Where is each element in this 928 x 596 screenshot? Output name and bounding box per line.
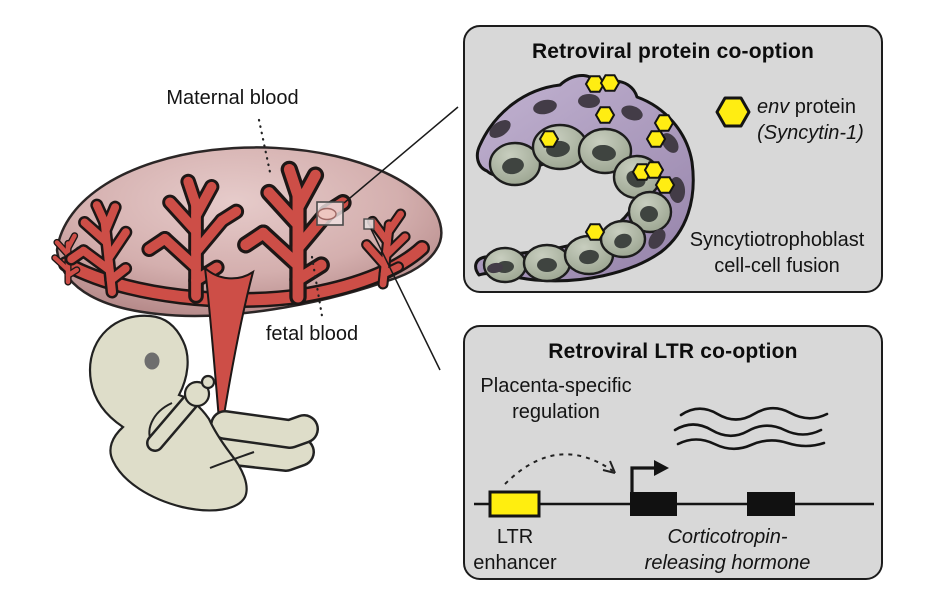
zoom-box-large [316, 201, 344, 226]
syncytin-label: (Syncytin-1) [757, 122, 864, 144]
transcription-start-arrow [630, 460, 669, 493]
protein-panel-title: Retroviral protein co-option [531, 40, 815, 63]
ltr-panel-title: Retroviral LTR co-option [548, 340, 798, 363]
caption-syncytiotrophoblast: Syncytiotrophoblast cell-cell fusion [689, 229, 865, 277]
retroviral-ltr-panel: Retroviral LTR co-option [463, 325, 883, 580]
syncytiotrophoblast-cells-art [474, 74, 751, 284]
env-protein-label: env protein [757, 96, 856, 118]
exon-box-1 [630, 492, 677, 516]
fetal-blood-label: fetal blood [265, 323, 359, 345]
maternal-blood-label: Maternal blood [166, 87, 299, 109]
gene-diagram [474, 406, 874, 518]
umbilical-cord [203, 265, 255, 423]
retroviral-protein-panel: Retroviral protein co-option [463, 25, 883, 293]
ltr-enhancer-box [488, 490, 541, 518]
zoom-box-small [363, 218, 375, 230]
placenta-dome [55, 146, 443, 318]
placenta-specific-regulation-label: Placenta-specific regulation [480, 375, 632, 423]
connector-line-top-panel [343, 106, 459, 204]
ltr-enhancer-label: LTR enhancer [473, 526, 557, 574]
exon-box-2 [747, 492, 795, 516]
env-protein-hexagon-icon [715, 96, 751, 128]
fetus-illustration [88, 314, 319, 512]
regulation-dashed-arrow [504, 453, 616, 485]
connector-line-bottom-panel [370, 228, 441, 371]
mrna-transcripts-icon [673, 406, 829, 451]
villi-trees [51, 160, 430, 308]
crh-gene-label: Corticotropin- releasing hormone [644, 526, 811, 574]
fetus-eye [144, 352, 160, 370]
